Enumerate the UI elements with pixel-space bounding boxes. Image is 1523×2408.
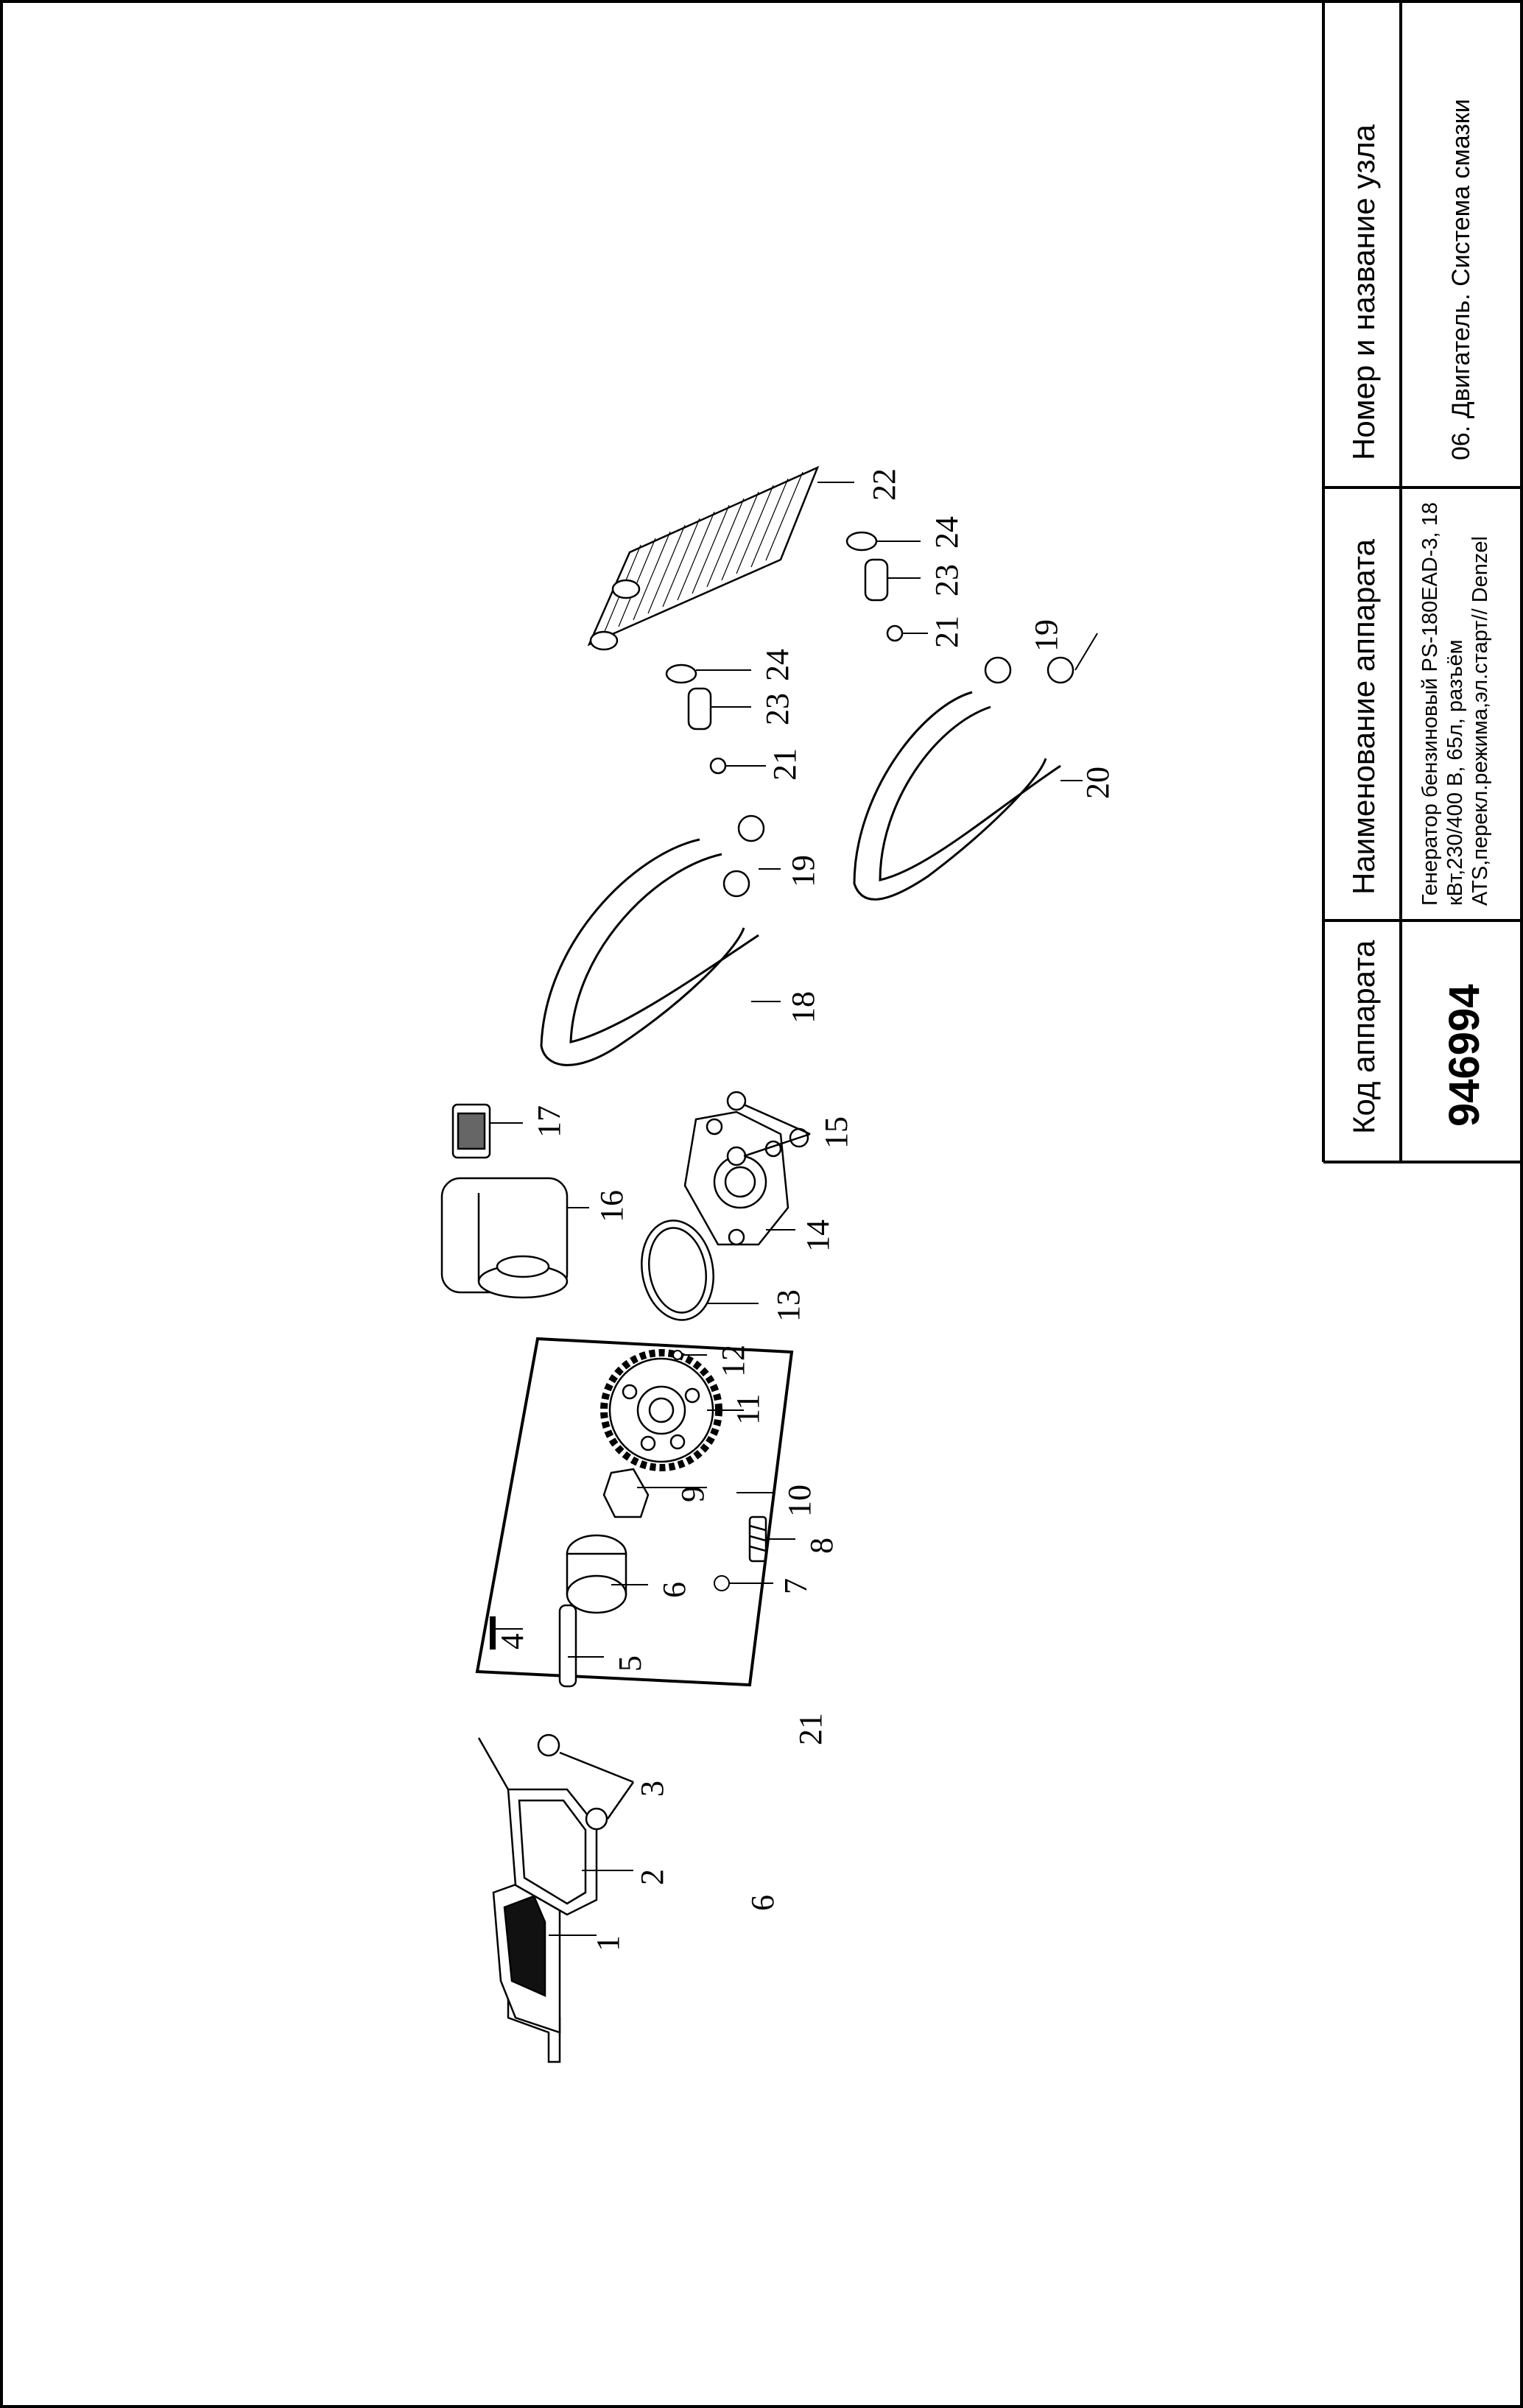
leader-lines [490,482,1098,1936]
pump-kit-frame [475,1337,794,1687]
callout-21b: 21 [929,616,965,648]
callout-21a: 21 [767,748,803,781]
callout-4: 4 [494,1633,530,1650]
callout-23b: 23 [929,564,965,596]
callout-7: 7 [778,1578,814,1594]
callout-8: 8 [803,1538,840,1554]
callout-3: 3 [634,1781,670,1797]
part-19-clamps-b [984,656,1074,684]
callout-23a: 23 [759,693,795,725]
callout-19b: 19 [1028,619,1064,652]
callout-17: 17 [531,1105,567,1138]
part-13-oring [641,1219,714,1321]
callout-labels: 1 2 3 4 5 6 7 8 9 10 11 12 13 14 15 16 1… [494,468,1116,1951]
part-6-rotor [566,1534,627,1614]
callout-20: 20 [1080,767,1116,799]
callout-19a: 19 [785,855,821,887]
part-2-plate [477,1737,598,1916]
callout-6b: 6 [745,1895,781,1911]
part-9-inner-rotor [602,1468,650,1518]
part-5-shaft [558,1604,577,1688]
part-23-24-right [845,531,889,602]
callout-2: 2 [634,1869,670,1885]
part-15-bolts [726,1091,811,1166]
callout-21c: 21 [792,1713,829,1745]
title-block [1322,1,1522,1163]
callout-5: 5 [612,1655,648,1672]
callout-22: 22 [866,468,902,501]
name-value: Генератор бензиновый PS-180EAD-3, 18 кВт… [1418,501,1492,906]
code-value: 946994 [1441,984,1488,1127]
callout-14: 14 [800,1219,836,1252]
node-header: Номер и название узла [1346,124,1381,460]
part-3-bolts [537,1733,635,1831]
callout-6: 6 [656,1582,692,1598]
part-23-24-left [665,663,712,731]
part-12-pin [672,1350,683,1360]
callout-13: 13 [770,1289,806,1322]
part-14-cover-plate [683,1110,789,1246]
part-19-clamps-a [722,814,765,898]
node-value: 06. Двигатель. Система смазки [1447,99,1475,460]
callout-11: 11 [730,1394,766,1425]
callout-24b: 24 [929,516,965,549]
part-17-fitting [451,1103,491,1159]
part-16-oil-filter [440,1177,569,1299]
part-8-spring [748,1515,767,1563]
callout-9: 9 [675,1486,711,1502]
code-header: Код аппарата [1346,940,1381,1134]
callout-24a: 24 [759,649,795,681]
callout-1: 1 [590,1935,626,1951]
part-18-hose [540,838,759,1066]
part-21-screws [709,624,904,775]
part-7-ball [714,1575,730,1591]
part-11-gear [600,1349,722,1471]
callout-15: 15 [818,1116,854,1149]
part-4-pin [490,1616,496,1650]
callout-10: 10 [781,1485,817,1517]
callout-16: 16 [594,1190,630,1222]
callout-12: 12 [715,1345,751,1377]
part-1-cover [492,1873,561,2063]
part-22-oil-cooler [587,465,820,651]
name-header: Наименование аппарата [1346,539,1381,895]
part-20-hose [853,691,1061,901]
callout-18: 18 [785,991,821,1024]
